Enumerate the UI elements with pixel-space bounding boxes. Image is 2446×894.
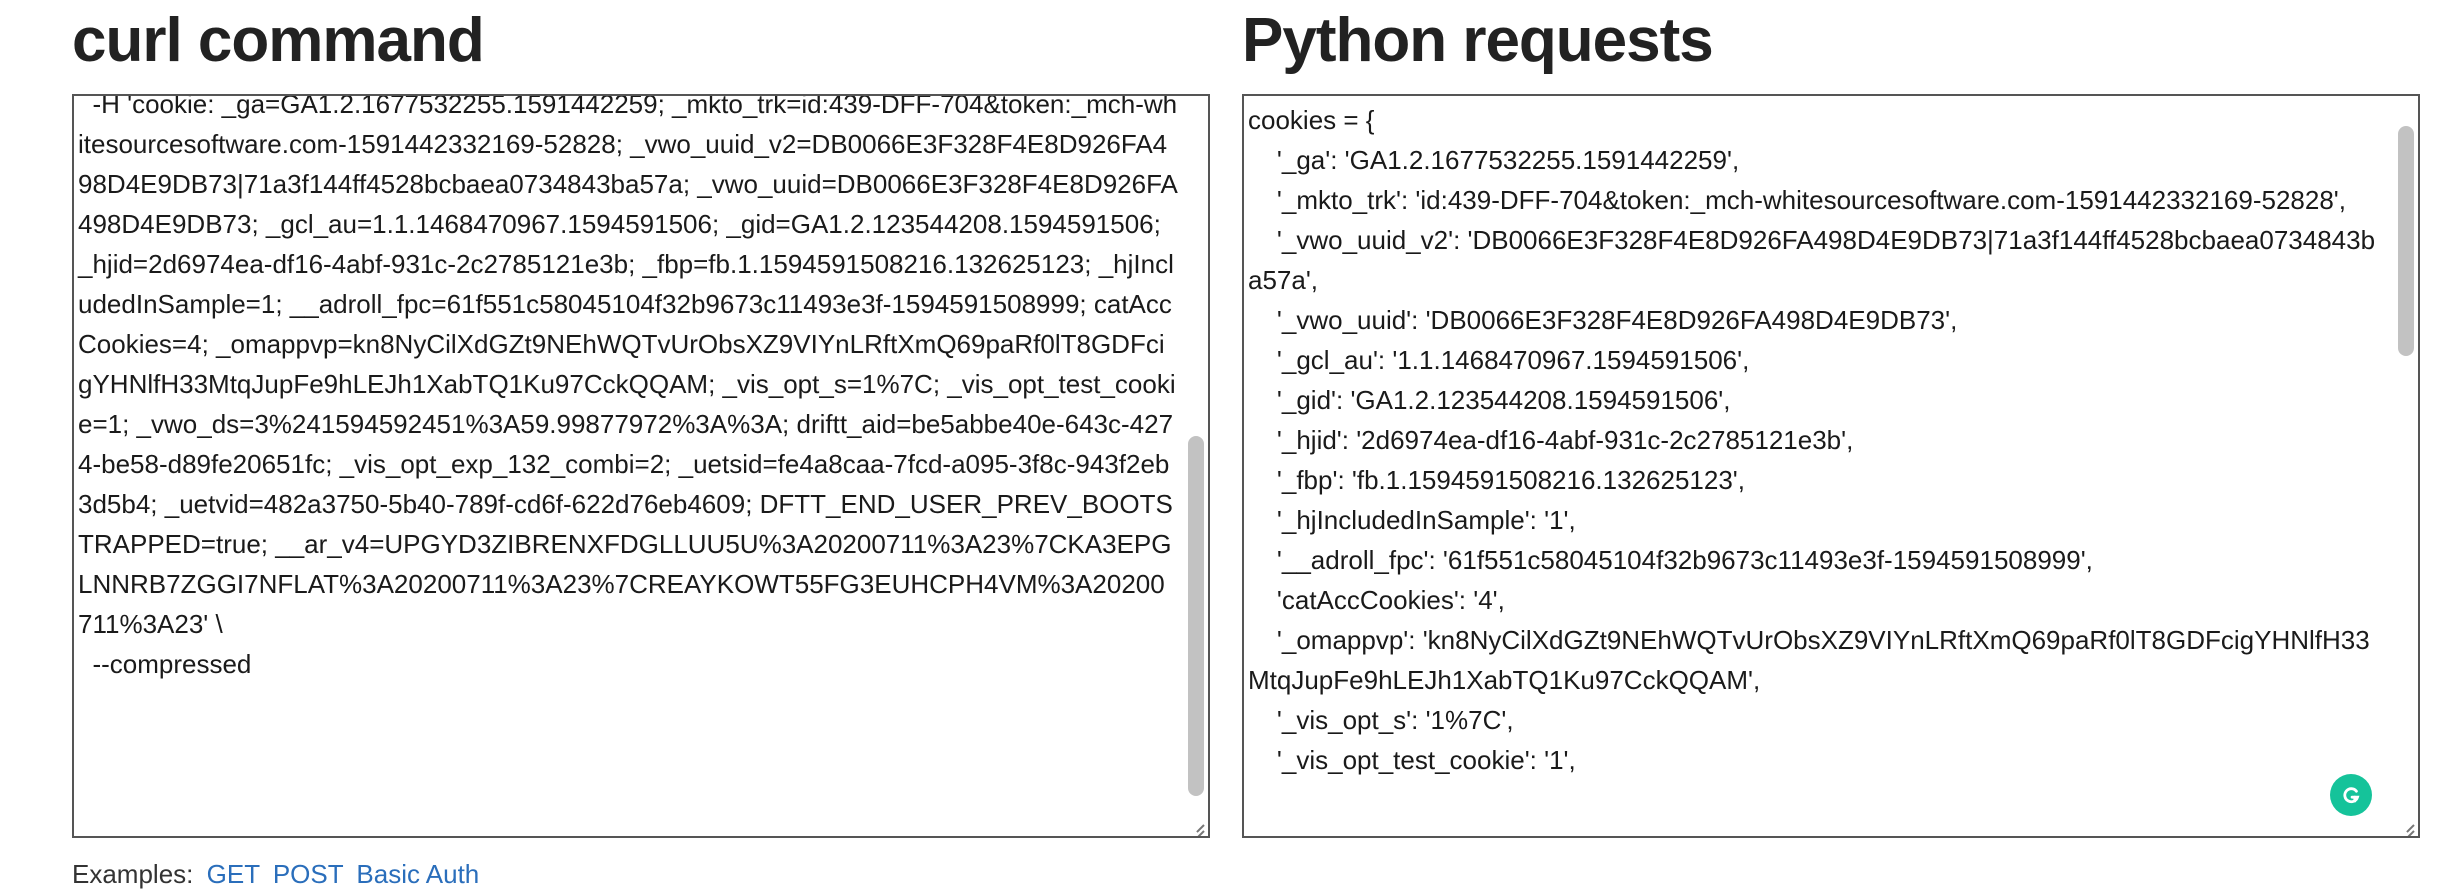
curl-text: -H 'cookie: _ga=GA1.2.1677532255.1591442… <box>78 94 1178 679</box>
curl-scrollbar-thumb[interactable] <box>1188 436 1204 796</box>
curl-title: curl command <box>72 6 485 75</box>
curl-panel: curl command -H 'cookie: _ga=GA1.2.16775… <box>72 0 1210 838</box>
curl-textarea[interactable]: -H 'cookie: _ga=GA1.2.1677532255.1591442… <box>72 94 1210 838</box>
example-link-basic-auth[interactable]: Basic Auth <box>356 859 480 889</box>
example-link-get[interactable]: GET <box>206 859 260 889</box>
grammarly-icon[interactable] <box>2330 774 2372 816</box>
example-link-post[interactable]: POST <box>272 859 344 889</box>
examples-bar: Examples: GET POST Basic Auth <box>72 854 479 894</box>
python-panel: Python requests cookies = { '_ga': 'GA1.… <box>1242 0 2420 838</box>
python-title: Python requests <box>1242 6 1714 75</box>
python-textarea[interactable]: cookies = { '_ga': 'GA1.2.1677532255.159… <box>1242 94 2420 838</box>
resize-handle-icon[interactable] <box>1188 816 1206 834</box>
grammarly-g-icon <box>2343 787 2360 804</box>
python-text: cookies = { '_ga': 'GA1.2.1677532255.159… <box>1248 105 2376 775</box>
python-scrollbar-thumb[interactable] <box>2398 126 2414 356</box>
examples-label: Examples: <box>72 859 194 889</box>
resize-handle-icon[interactable] <box>2398 816 2416 834</box>
